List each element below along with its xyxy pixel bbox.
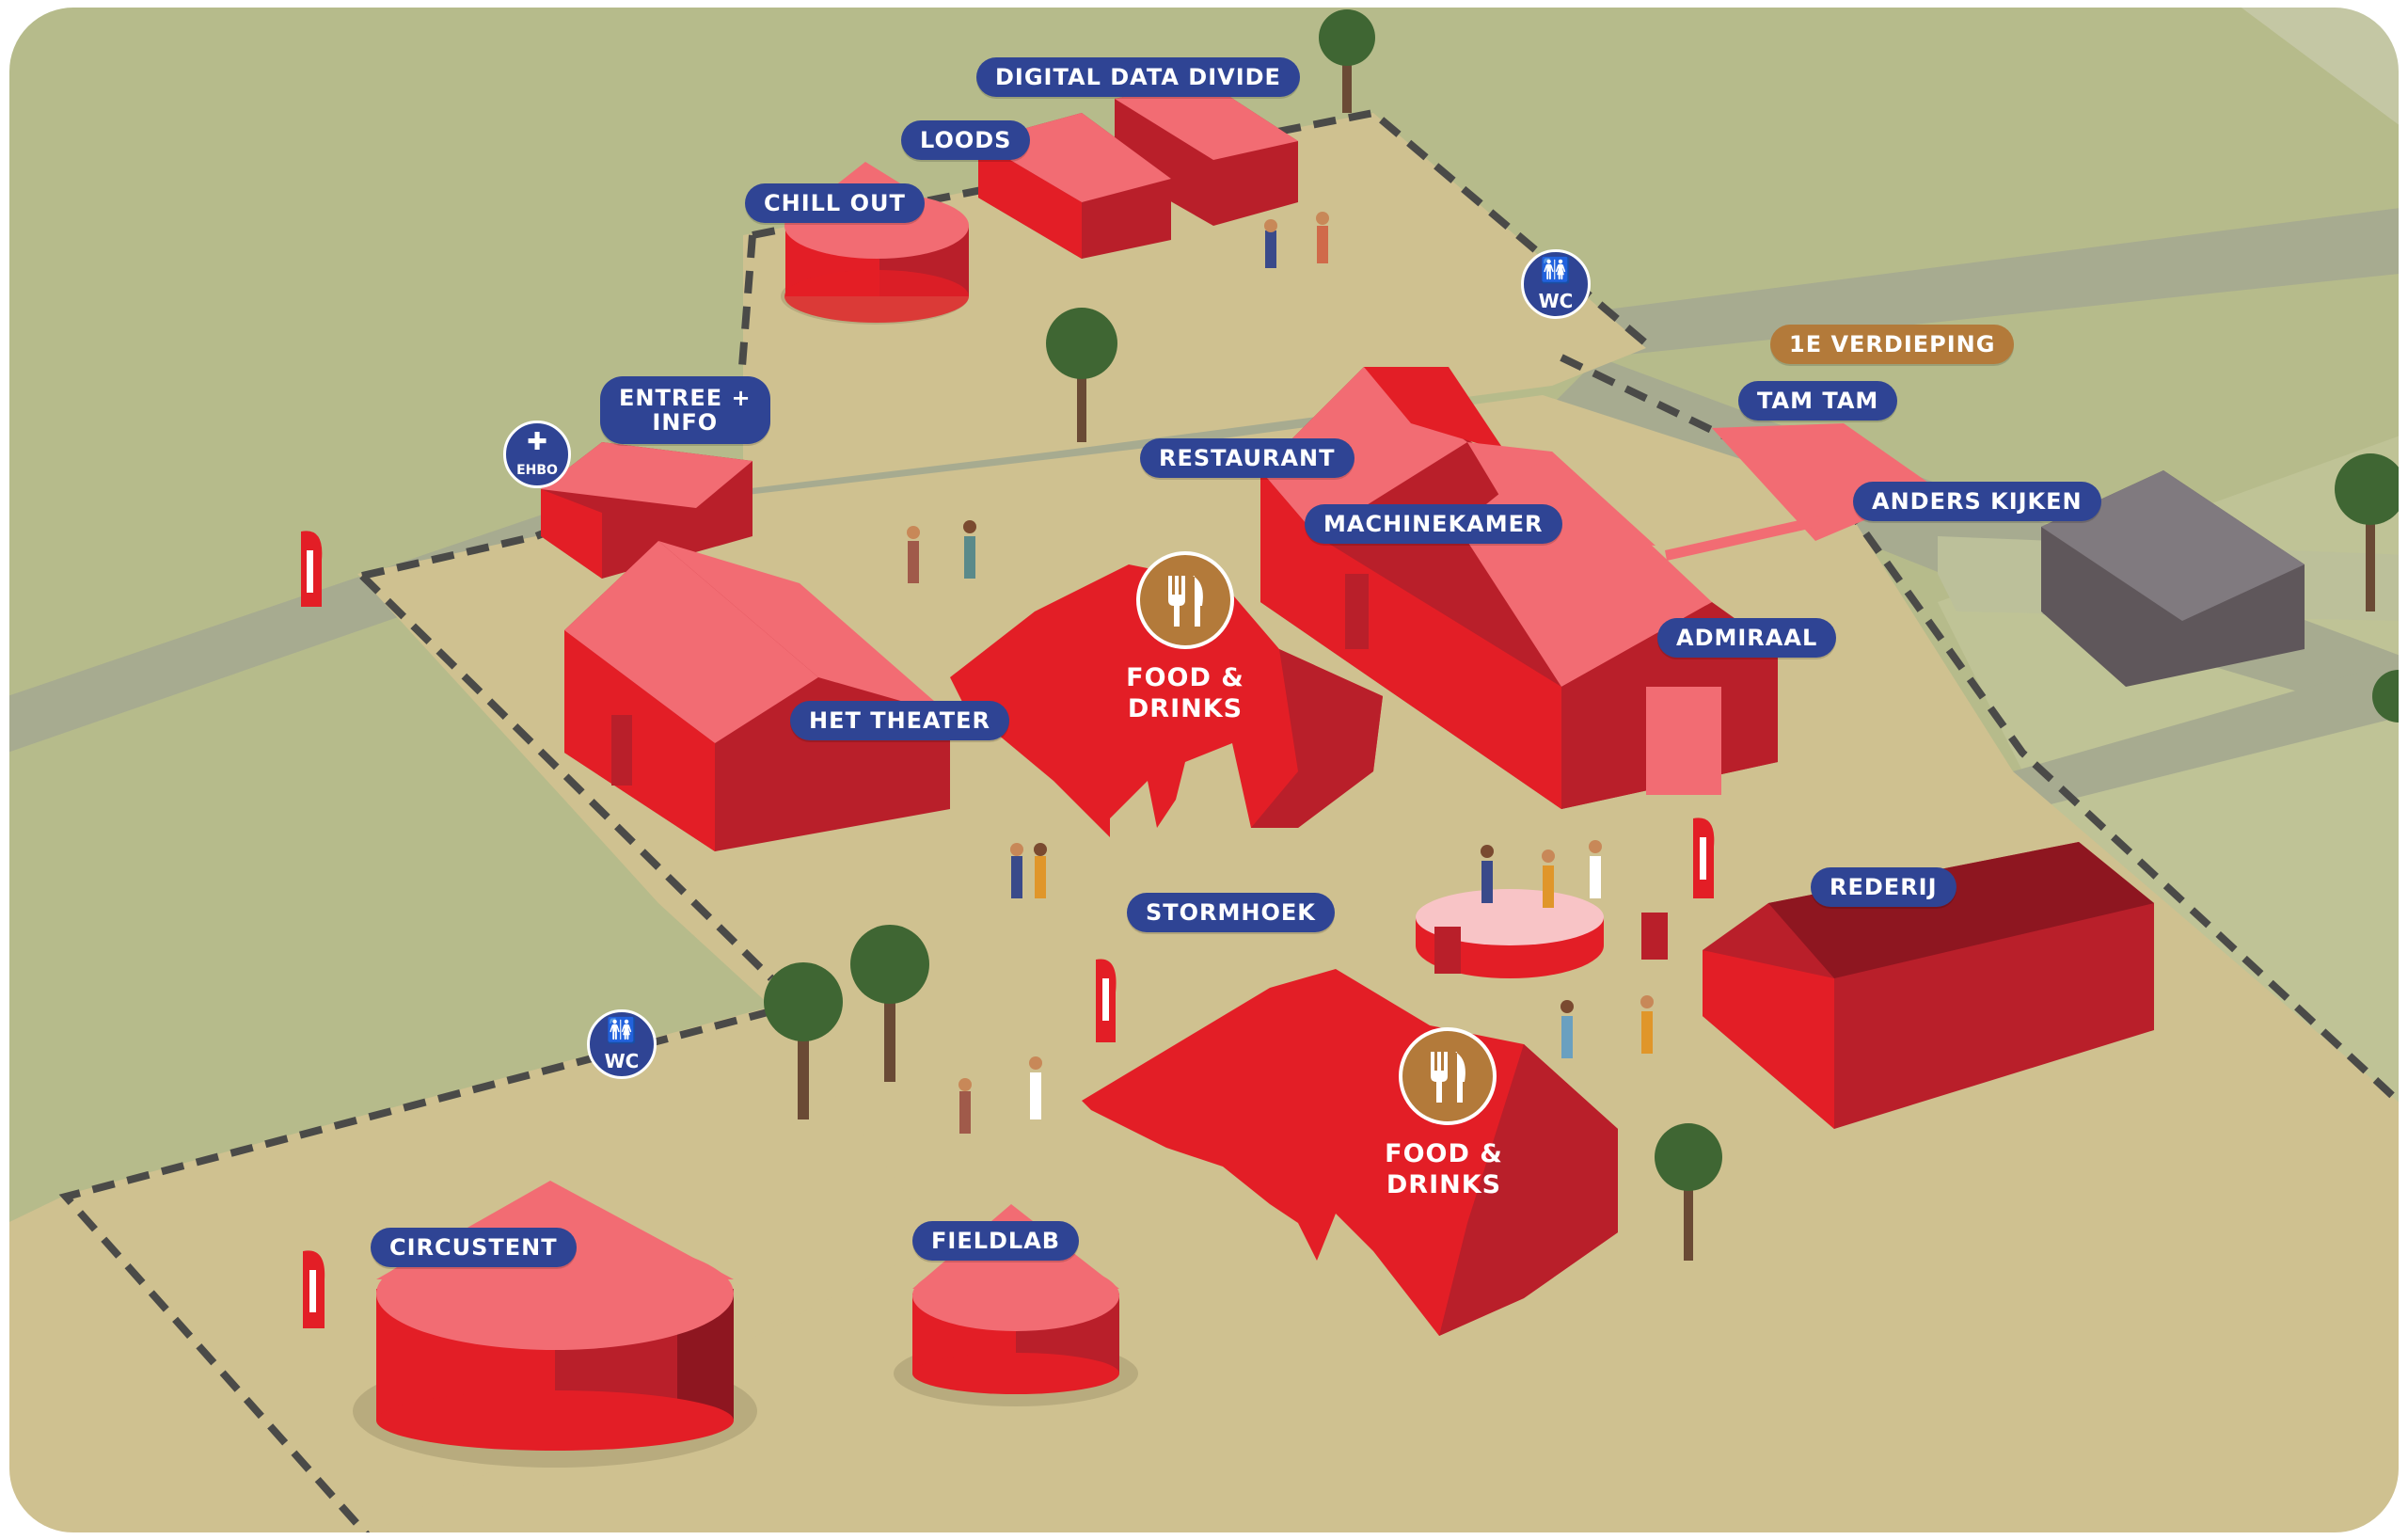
wc-label-bottom: WC bbox=[604, 1050, 640, 1072]
stage-speaker-icon bbox=[1434, 927, 1461, 974]
food-2-line-2: DRINKS bbox=[1386, 1170, 1502, 1199]
label-het-theater[interactable]: HET THEATER bbox=[790, 701, 1010, 740]
label-chill-out[interactable]: CHILL OUT bbox=[745, 183, 925, 223]
food-drinks-text-1: FOOD & DRINKS bbox=[1124, 662, 1246, 724]
cutlery-icon bbox=[1431, 1052, 1465, 1103]
circustent-tent bbox=[353, 1181, 757, 1468]
label-restaurant[interactable]: RESTAURANT bbox=[1140, 438, 1354, 478]
stage bbox=[1416, 889, 1668, 978]
tree-icon bbox=[1319, 9, 1375, 113]
road-corner bbox=[2239, 6, 2400, 132]
label-fieldlab[interactable]: FIELDLAB bbox=[912, 1221, 1080, 1261]
tree-icon bbox=[2335, 453, 2400, 611]
stage-speaker-icon bbox=[1641, 913, 1668, 960]
tree-icon bbox=[1655, 1123, 1722, 1261]
label-rederij[interactable]: REDERIJ bbox=[1811, 867, 1956, 907]
label-tam-tam[interactable]: TAM TAM bbox=[1738, 381, 1898, 421]
food-drinks-marker-1[interactable] bbox=[1136, 551, 1234, 649]
flag-banner-icon bbox=[301, 531, 323, 607]
tree-icon bbox=[850, 925, 929, 1082]
label-machinekamer[interactable]: MACHINEKAMER bbox=[1305, 504, 1562, 544]
label-anders-kijken[interactable]: ANDERS KIJKEN bbox=[1853, 482, 2101, 521]
wc-badge-top[interactable]: 🚻 WC bbox=[1521, 249, 1591, 319]
food-2-line-1: FOOD & bbox=[1385, 1139, 1503, 1168]
wc-badge-bottom[interactable]: 🚻 WC bbox=[587, 1009, 657, 1079]
label-loods[interactable]: LOODS bbox=[901, 120, 1031, 160]
label-admiraal[interactable]: ADMIRAAL bbox=[1657, 618, 1837, 658]
het-theater-building bbox=[564, 541, 950, 851]
flag-banner-icon bbox=[1693, 818, 1715, 898]
tree-icon bbox=[1046, 308, 1117, 442]
food-1-line-2: DRINKS bbox=[1127, 694, 1244, 723]
rederij-building bbox=[1703, 842, 2154, 1129]
people-group bbox=[907, 212, 1654, 1134]
boundary-bottom-left bbox=[58, 1008, 773, 1534]
wc-label-top: WC bbox=[1538, 290, 1574, 312]
food-tent-1 bbox=[950, 564, 1383, 837]
food-drinks-marker-2[interactable] bbox=[1399, 1027, 1497, 1125]
boundary-left-diagonal bbox=[359, 573, 774, 981]
cutlery-icon bbox=[1168, 576, 1203, 627]
map-frame bbox=[6, 4, 2402, 1536]
ehbo-label: EHBO bbox=[516, 463, 558, 478]
ehbo-badge[interactable]: ✚ EHBO bbox=[503, 421, 571, 488]
pointer-arrow bbox=[1665, 516, 1820, 561]
label-entree-info[interactable]: ENTREE + INFO bbox=[600, 376, 770, 444]
label-stormhoek[interactable]: STORMHOEK bbox=[1127, 893, 1335, 932]
main-path bbox=[8, 207, 2400, 753]
label-circustent[interactable]: CIRCUSTENT bbox=[371, 1228, 577, 1267]
toilet-icon: 🚻 bbox=[1540, 257, 1572, 285]
food-1-line-1: FOOD & bbox=[1126, 663, 1244, 692]
label-digital-data-divide[interactable]: DIGITAL DATA DIVIDE bbox=[976, 57, 1300, 97]
food-drinks-text-2: FOOD & DRINKS bbox=[1383, 1138, 1505, 1200]
first-aid-cross-icon: ✚ bbox=[527, 428, 547, 456]
tree-icon bbox=[764, 962, 843, 1119]
boundary-right bbox=[1560, 354, 2400, 1113]
flag-banner-icon bbox=[303, 1250, 325, 1328]
entree-line-2: INFO bbox=[652, 409, 719, 436]
grey-building bbox=[2041, 470, 2305, 687]
entree-info-building bbox=[541, 442, 752, 579]
entree-line-1: ENTREE + bbox=[619, 385, 752, 411]
toilet-icon: 🚻 bbox=[606, 1017, 638, 1045]
label-1e-verdieping[interactable]: 1E VERDIEPING bbox=[1770, 325, 2015, 364]
flag-banner-icon bbox=[1096, 959, 1117, 1042]
